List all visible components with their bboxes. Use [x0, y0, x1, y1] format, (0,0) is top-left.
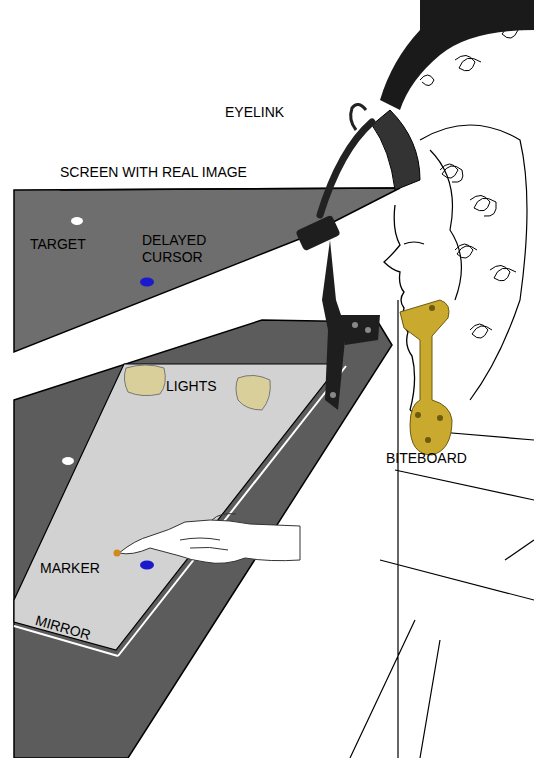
biteboard-screw	[429, 305, 435, 311]
biteboard	[400, 300, 452, 455]
part-label: EYELINK	[225, 104, 295, 121]
part-label: DELAYED CURSOR	[142, 232, 232, 266]
screen-edge	[60, 188, 400, 190]
part-label: TARGET	[30, 236, 100, 253]
camera-arm	[320, 122, 372, 215]
post-hole	[365, 327, 371, 333]
headband-side	[372, 110, 420, 190]
camera-post	[340, 315, 380, 345]
biteboard-screw	[415, 412, 421, 418]
part-label: LIGHTS	[166, 378, 236, 395]
hair-outline	[420, 125, 527, 400]
hair-curls	[420, 24, 522, 338]
headband	[380, 0, 534, 110]
eye	[404, 242, 424, 244]
cursor-dot	[140, 278, 154, 287]
post-hole	[352, 322, 358, 328]
biteboard-screw	[425, 437, 431, 443]
marker-dot	[114, 550, 121, 557]
target-dot	[62, 457, 74, 465]
light	[124, 365, 165, 396]
target-dot	[71, 217, 83, 225]
biteboard-screw	[437, 415, 443, 421]
part-label: SCREEN WITH REAL IMAGE	[60, 164, 300, 181]
post-hole	[330, 392, 336, 398]
hand	[119, 520, 300, 563]
finger-lines	[180, 514, 236, 550]
part-label: BITEBOARD	[386, 450, 486, 467]
eye-camera	[295, 215, 341, 252]
camera-arm	[351, 104, 366, 130]
screen	[14, 188, 400, 352]
cursor-dot	[140, 561, 154, 570]
body-lines	[350, 300, 534, 758]
face-profile	[384, 205, 415, 410]
mirror	[14, 364, 340, 650]
part-label: MARKER	[40, 560, 110, 577]
mirror-edge	[118, 366, 346, 656]
light	[236, 375, 270, 410]
